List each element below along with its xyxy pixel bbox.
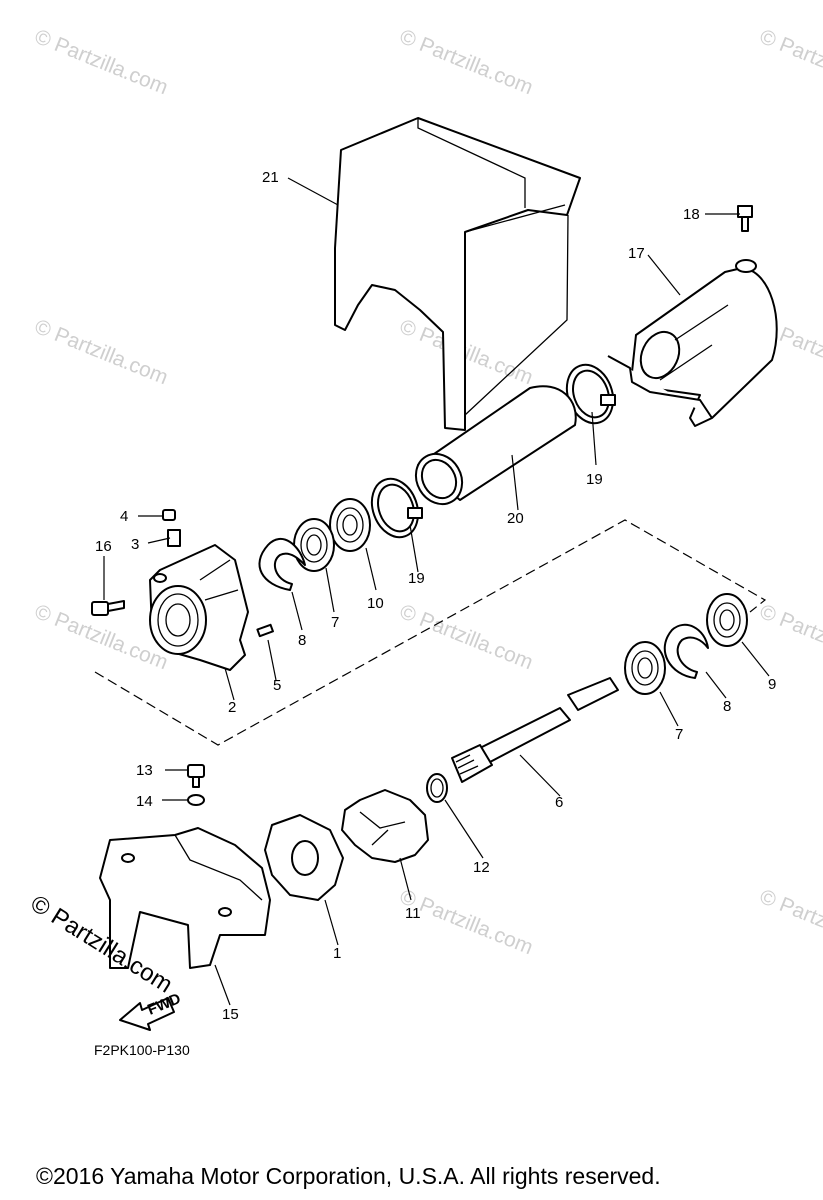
callout-5: 5 <box>273 677 281 694</box>
part-6-drive-shaft <box>451 677 619 783</box>
callout-9: 9 <box>768 676 776 693</box>
callout-8-upper: 8 <box>298 632 306 649</box>
part-15-coupling-cover <box>99 827 271 969</box>
part-2-intermediate-housing <box>149 544 249 671</box>
part-17-nozzle <box>607 259 778 427</box>
callout-10: 10 <box>367 595 384 612</box>
part-13-bolt <box>187 764 205 788</box>
callout-6: 6 <box>555 794 563 811</box>
assembly-frame <box>94 519 767 746</box>
callout-2: 2 <box>228 699 236 716</box>
callout-14: 14 <box>136 793 153 810</box>
part-20-hose <box>414 385 577 506</box>
callout-7-lower: 7 <box>675 726 683 743</box>
part-9-bearing <box>706 593 748 647</box>
callout-19-lower: 19 <box>408 570 425 587</box>
part-18-bolt <box>737 205 753 232</box>
part-12-collar <box>426 773 448 803</box>
part-7-bearing-lower <box>624 641 666 695</box>
callout-11: 11 <box>405 905 421 922</box>
callout-16: 16 <box>95 538 112 555</box>
part-21-cover <box>334 117 581 431</box>
callout-7-upper: 7 <box>331 614 339 631</box>
copyright-notice: ©2016 Yamaha Motor Corporation, U.S.A. A… <box>36 1163 661 1189</box>
part-19-clamp-upper <box>565 363 616 425</box>
diagram-code: F2PK100-P130 <box>94 1042 190 1058</box>
part-8-circlip-lower <box>663 623 709 679</box>
part-11-coupling <box>341 789 429 863</box>
callout-1: 1 <box>333 945 341 962</box>
part-7-bearing-upper <box>293 518 335 572</box>
part-8-circlip-upper <box>258 538 306 591</box>
part-16-bolt <box>91 600 125 616</box>
part-19-clamp-lower <box>370 477 423 539</box>
callout-17: 17 <box>628 245 645 262</box>
callout-19-upper: 19 <box>586 471 603 488</box>
callout-18: 18 <box>683 206 700 223</box>
callout-20: 20 <box>507 510 524 527</box>
part-4-cap <box>162 509 176 521</box>
fwd-arrow-icon: FWD <box>119 990 183 1031</box>
leader-lines <box>103 177 770 1006</box>
part-10-bearing <box>329 498 371 552</box>
callout-8-lower: 8 <box>723 698 731 715</box>
callout-3: 3 <box>131 536 139 553</box>
part-14-washer <box>187 794 205 806</box>
callout-13: 13 <box>136 762 153 779</box>
callout-15: 15 <box>222 1006 239 1023</box>
callout-12: 12 <box>473 859 490 876</box>
part-5-dowel-pin <box>256 623 274 638</box>
callout-21: 21 <box>262 169 279 186</box>
callout-4: 4 <box>120 508 128 525</box>
part-1-damper <box>264 814 344 901</box>
